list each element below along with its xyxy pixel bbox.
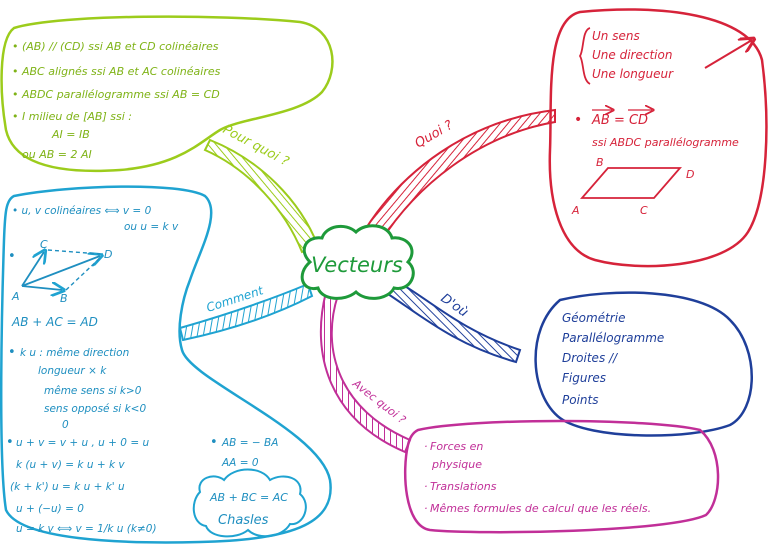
comment-line-10: k (u + v) = k u + k v — [16, 459, 125, 471]
fig-dashed-bd — [65, 257, 101, 291]
avec-quoi-bullet-3: · — [424, 502, 428, 515]
branch-dou-ribbon — [386, 280, 522, 364]
branch-pour-quoi-ribbon — [203, 138, 320, 254]
fig-point-a: A — [11, 290, 20, 303]
comment-line-5: longueur × k — [38, 365, 107, 377]
comment-line-6: même sens si k>0 — [44, 385, 142, 397]
pour-quoi-line-1: • (AB) // (CD) ssi AB et CD colinéaires — [12, 40, 219, 53]
pour-quoi-line-6: ou AB = 2 AI — [22, 148, 92, 161]
comment-line-16: AB + BC = AC — [209, 491, 288, 504]
point-b: B — [596, 156, 604, 169]
dou-line-4: Figures — [562, 371, 606, 385]
comment-bullet-k: • — [8, 345, 16, 360]
comment-line-9: u + v = v + u , u + 0 = u — [16, 437, 149, 449]
branch-quoi-ribbon — [358, 108, 556, 248]
avec-quoi-bullet-2: · — [424, 480, 428, 493]
comment-fig-bullet: • — [8, 249, 16, 264]
avec-quoi-bubble — [403, 419, 720, 534]
pour-quoi-line-5: AI = IB — [51, 128, 90, 141]
point-c: C — [640, 204, 648, 217]
quoi-bullet: • — [574, 112, 582, 128]
comment-bubble — [0, 185, 332, 544]
quoi-brace — [578, 27, 591, 85]
pour-quoi-line-3: • ABDC parallélogramme ssi AB = CD — [12, 88, 220, 101]
pour-quoi-line-2: • ABC alignés ssi AB et AC colinéaires — [12, 65, 221, 78]
pour-quoi-content: • (AB) // (CD) ssi AB et CD colinéaires … — [12, 40, 221, 161]
pour-quoi-line-4: • I milieu de [AB] ssi : — [12, 110, 132, 123]
quoi-line-3: Une longueur — [592, 67, 674, 81]
comment-line-8: 0 — [62, 419, 69, 431]
dou-line-1: Géométrie — [562, 311, 625, 325]
center-cloud — [300, 224, 415, 300]
fig-vector-ad — [21, 256, 100, 287]
branch-avec-quoi-ribbon — [319, 290, 412, 454]
dou-line-3: Droites // — [562, 351, 619, 365]
dou-line-2: Parallélogramme — [562, 331, 664, 345]
dou-content: Géométrie Parallélogramme Droites // Fig… — [562, 311, 664, 407]
quoi-ssi: ssi ABDC parallélogramme — [592, 136, 739, 149]
dou-line-5: Points — [562, 393, 598, 407]
fig-vector-ac — [21, 252, 44, 287]
branch-comment-ribbon — [178, 282, 314, 342]
chasles-cloud — [192, 468, 307, 538]
avec-quoi-line-1: Forces en — [430, 440, 483, 453]
avec-quoi-line-4: Mêmes formules de calcul que les réels. — [430, 502, 651, 515]
comment-line-7: sens opposé si k<0 — [44, 403, 146, 415]
fig-vector-ab — [21, 286, 62, 290]
pour-quoi-bubble — [0, 15, 334, 173]
quoi-line-1: Un sens — [592, 29, 640, 43]
comment-bullet-ops: • — [6, 435, 14, 450]
dou-bubble — [534, 291, 753, 437]
quoi-arrow — [704, 40, 752, 69]
avec-quoi-bullet-1: · — [424, 440, 428, 453]
parallelogram-shape — [580, 167, 682, 199]
fig-dashed-cd — [47, 249, 101, 255]
comment-line-4: k u : même direction — [20, 347, 129, 359]
comment-bullet-ab: • — [210, 435, 218, 450]
comment-line-12: u + (−u) = 0 — [16, 503, 84, 515]
fig-point-c: C — [40, 238, 48, 251]
fig-point-d: D — [104, 248, 112, 261]
comment-line-17: Chasles — [218, 513, 269, 528]
center-label: Vecteurs — [311, 253, 403, 277]
avec-quoi-line-2: physique — [431, 458, 482, 471]
comment-line-11: (k + k') u = k u + k' u — [10, 481, 125, 493]
point-a: A — [571, 204, 580, 217]
avec-quoi-line-3: Translations — [430, 480, 497, 493]
fig-point-b: B — [60, 292, 68, 305]
quoi-content: Un sens Une direction Une longueur • AB … — [571, 27, 752, 217]
comment-line-13: u = k v ⟺ v = 1/k u (k≠0) — [16, 523, 157, 535]
comment-line-2: ou u = k v — [124, 221, 179, 233]
avec-quoi-content: · Forces en physique · Translations · Mê… — [424, 440, 651, 515]
point-d: D — [686, 168, 694, 181]
quoi-line-2: Une direction — [592, 48, 672, 62]
comment-line-15: AA = 0 — [221, 457, 259, 469]
comment-content: • u, v colinéaires ⟺ v = 0 ou u = k v • … — [6, 205, 307, 538]
comment-line-14: AB = − BA — [221, 437, 278, 449]
quoi-equality: AB = CD — [591, 113, 648, 128]
comment-line-1: • u, v colinéaires ⟺ v = 0 — [12, 205, 152, 217]
comment-line-3: AB + AC = AD — [11, 315, 98, 329]
